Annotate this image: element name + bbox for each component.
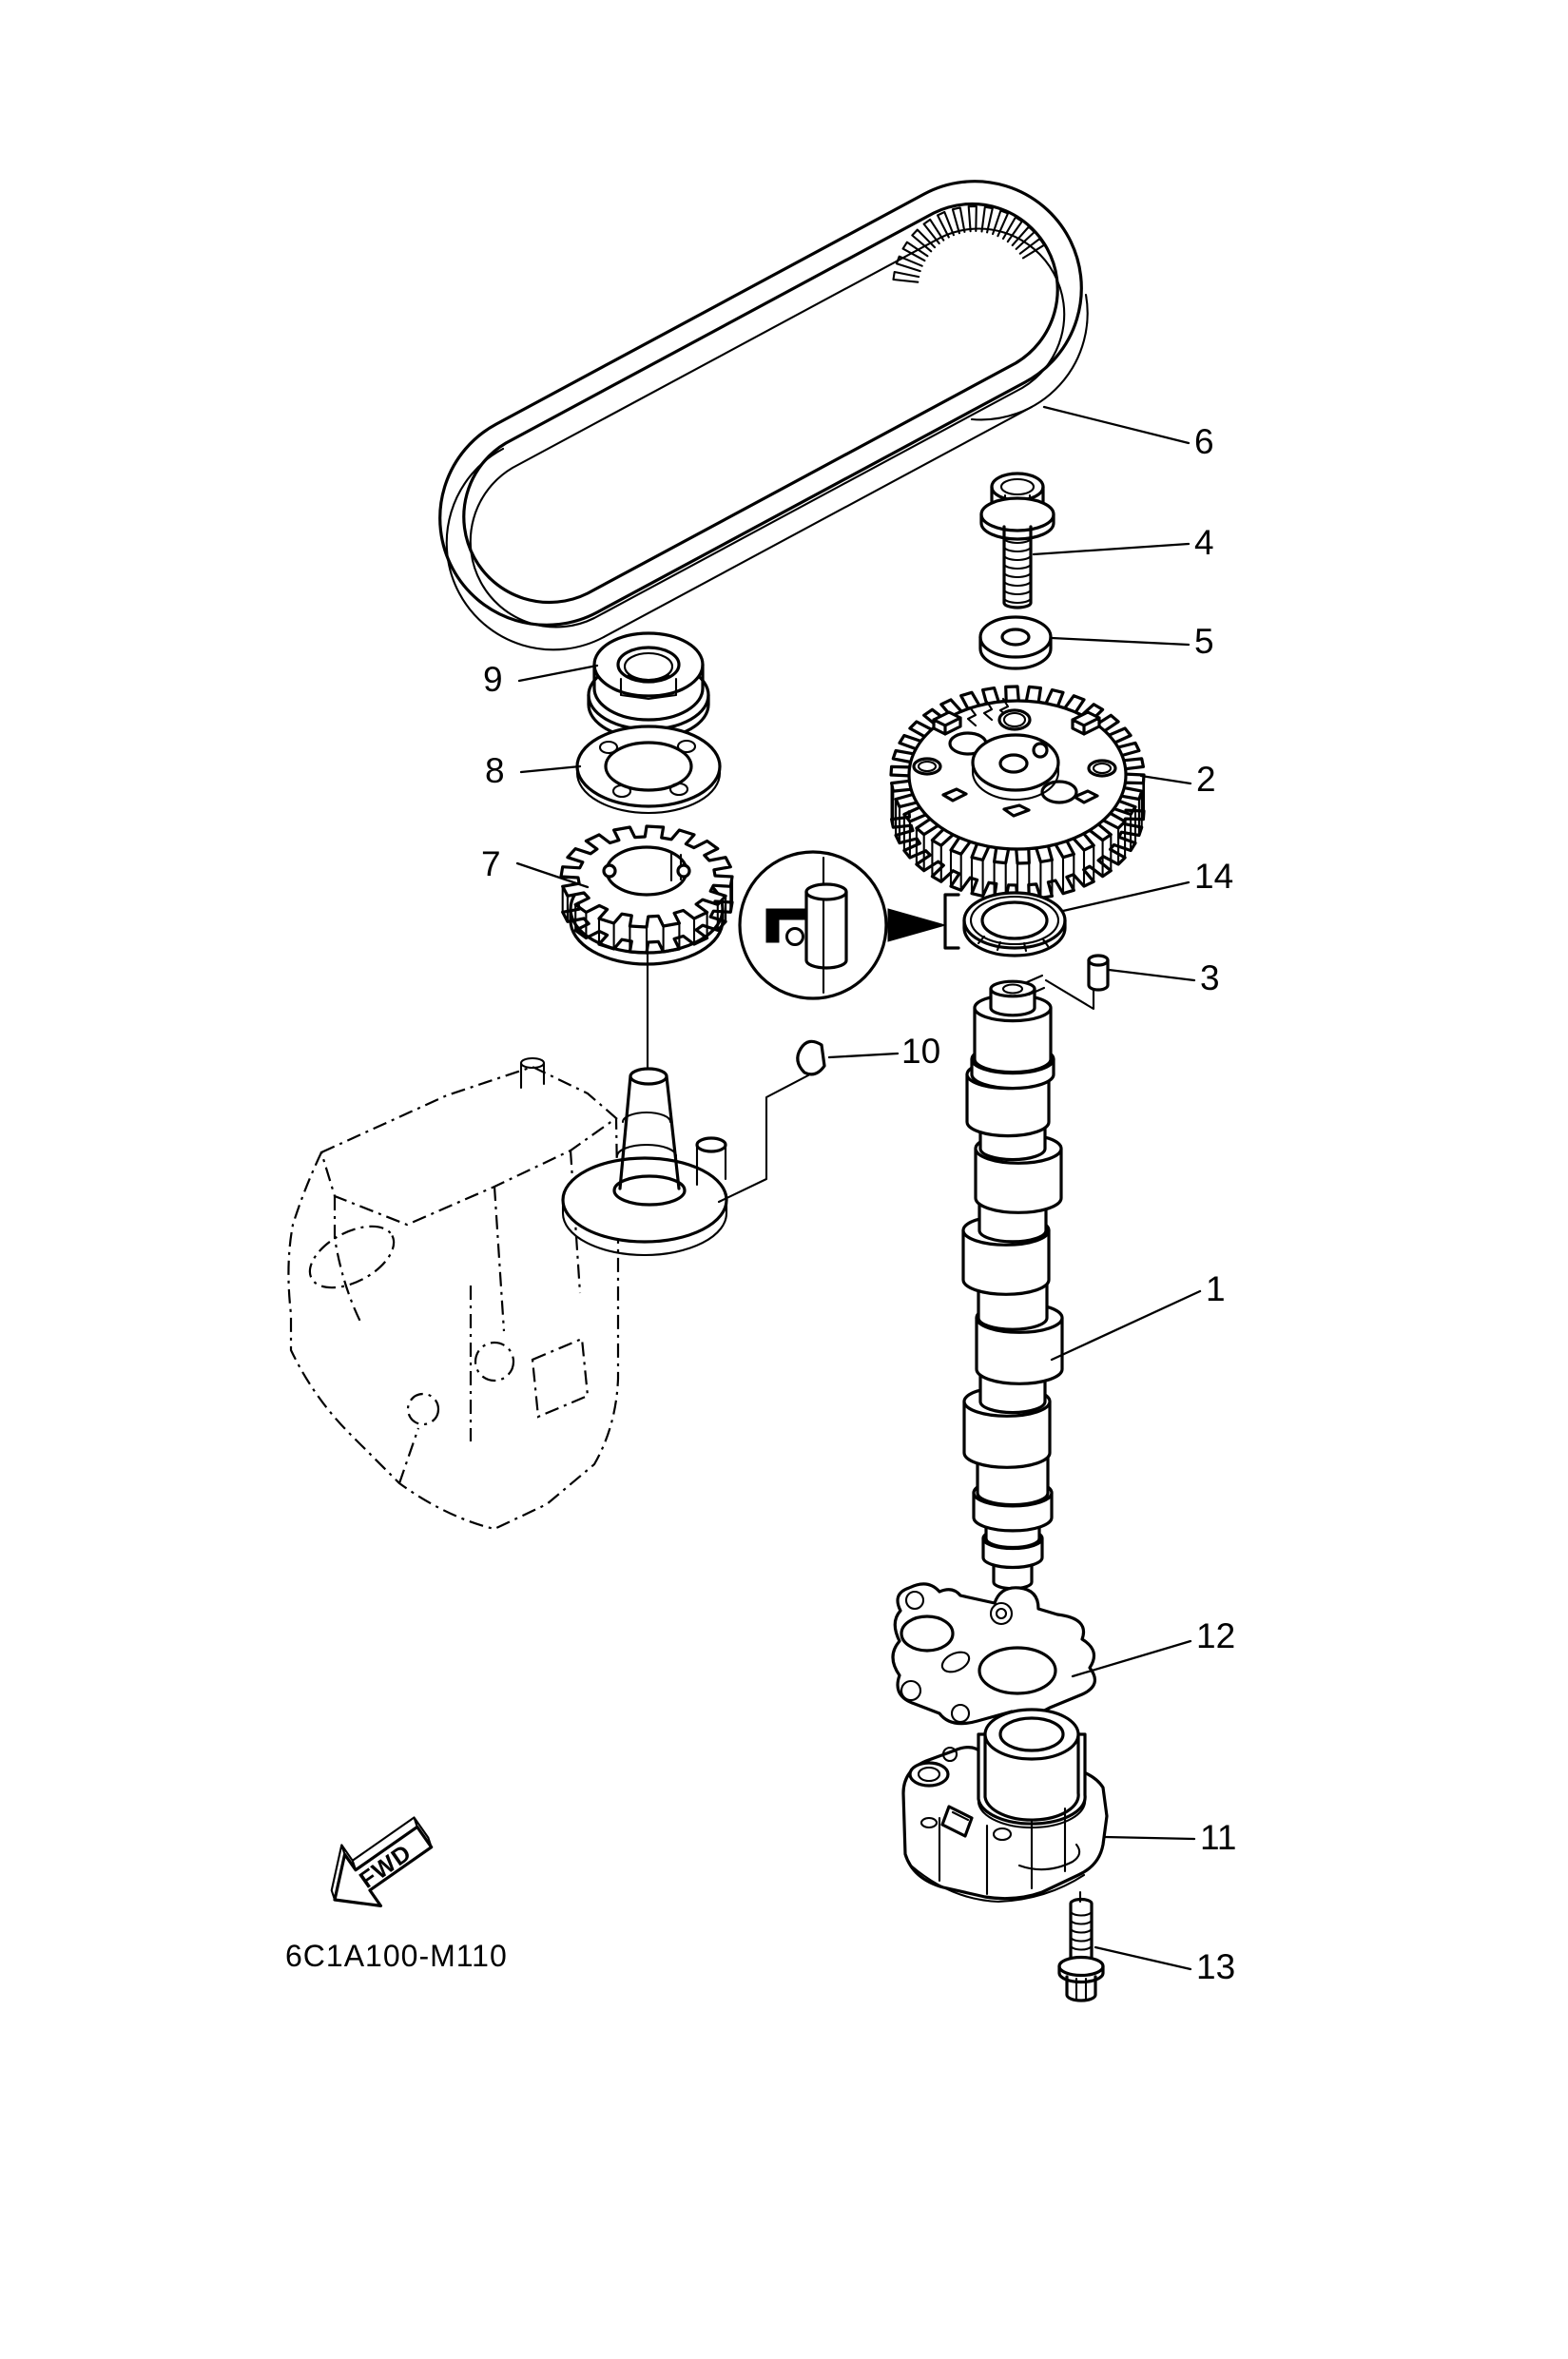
leader-13 [1094,1945,1192,1971]
bolt-threads [1002,536,1033,605]
leader-8 [519,764,582,774]
oil-pump [901,1708,1109,1904]
leader-6 [1042,405,1191,445]
leader-lines [515,405,1202,1971]
seal-cross-section [765,908,805,943]
leader-4 [1032,542,1191,556]
callout-6: 6 [1194,422,1214,461]
dowel-pin [1044,954,1110,1011]
detail-arrow-icon [887,908,947,942]
leader-14 [1061,880,1191,913]
bolt-washer [978,615,1053,670]
callout-numbers: 1 2 3 4 5 6 7 8 9 10 11 12 13 14 [481,422,1236,1986]
camshaft [961,974,1064,1656]
diagram-code: 6C1A100-M110 [285,1939,508,1973]
callout-7: 7 [481,844,501,883]
seal-detail-inset [738,850,947,1000]
seal-bracket [943,893,960,950]
leader-3 [1107,968,1196,982]
callout-13: 13 [1196,1947,1235,1986]
callout-4: 4 [1194,523,1214,562]
callout-10: 10 [901,1032,940,1071]
dowel-plug [717,1039,826,1204]
callout-2: 2 [1196,760,1216,799]
callout-9: 9 [483,660,503,699]
timing-belt [438,180,1089,651]
callout-14: 14 [1194,857,1233,896]
leader-7 [515,861,590,889]
callout-1: 1 [1206,1269,1226,1308]
leader-1 [1050,1289,1202,1362]
callout-5: 5 [1194,622,1214,661]
bolt-threads [1069,1909,1094,1951]
oil-pump-bolt [1057,1897,1105,2002]
fwd-arrow: FWD [330,1816,434,1907]
oil-seal [943,891,1067,957]
leader-11 [1103,1835,1196,1841]
oil-pump-gasket [891,1582,1097,1726]
belt-teeth [892,204,1046,283]
cylinder-block [287,1056,728,1531]
flange-nut [587,631,710,741]
sprocket-bolt [979,472,1055,609]
callout-8: 8 [485,751,505,790]
leader-9 [517,664,599,683]
camshaft-driven-sprocket [889,685,1146,901]
leader-10 [827,1052,900,1059]
callout-3: 3 [1200,958,1220,997]
camshaft-discs [961,979,1064,1591]
plate-washer [575,725,722,815]
leader-2 [1139,774,1192,785]
callout-11: 11 [1200,1818,1236,1857]
drive-sprocket [559,824,734,1069]
callout-12: 12 [1196,1616,1235,1655]
leader-5 [1050,636,1191,647]
leader-12 [1071,1639,1192,1678]
